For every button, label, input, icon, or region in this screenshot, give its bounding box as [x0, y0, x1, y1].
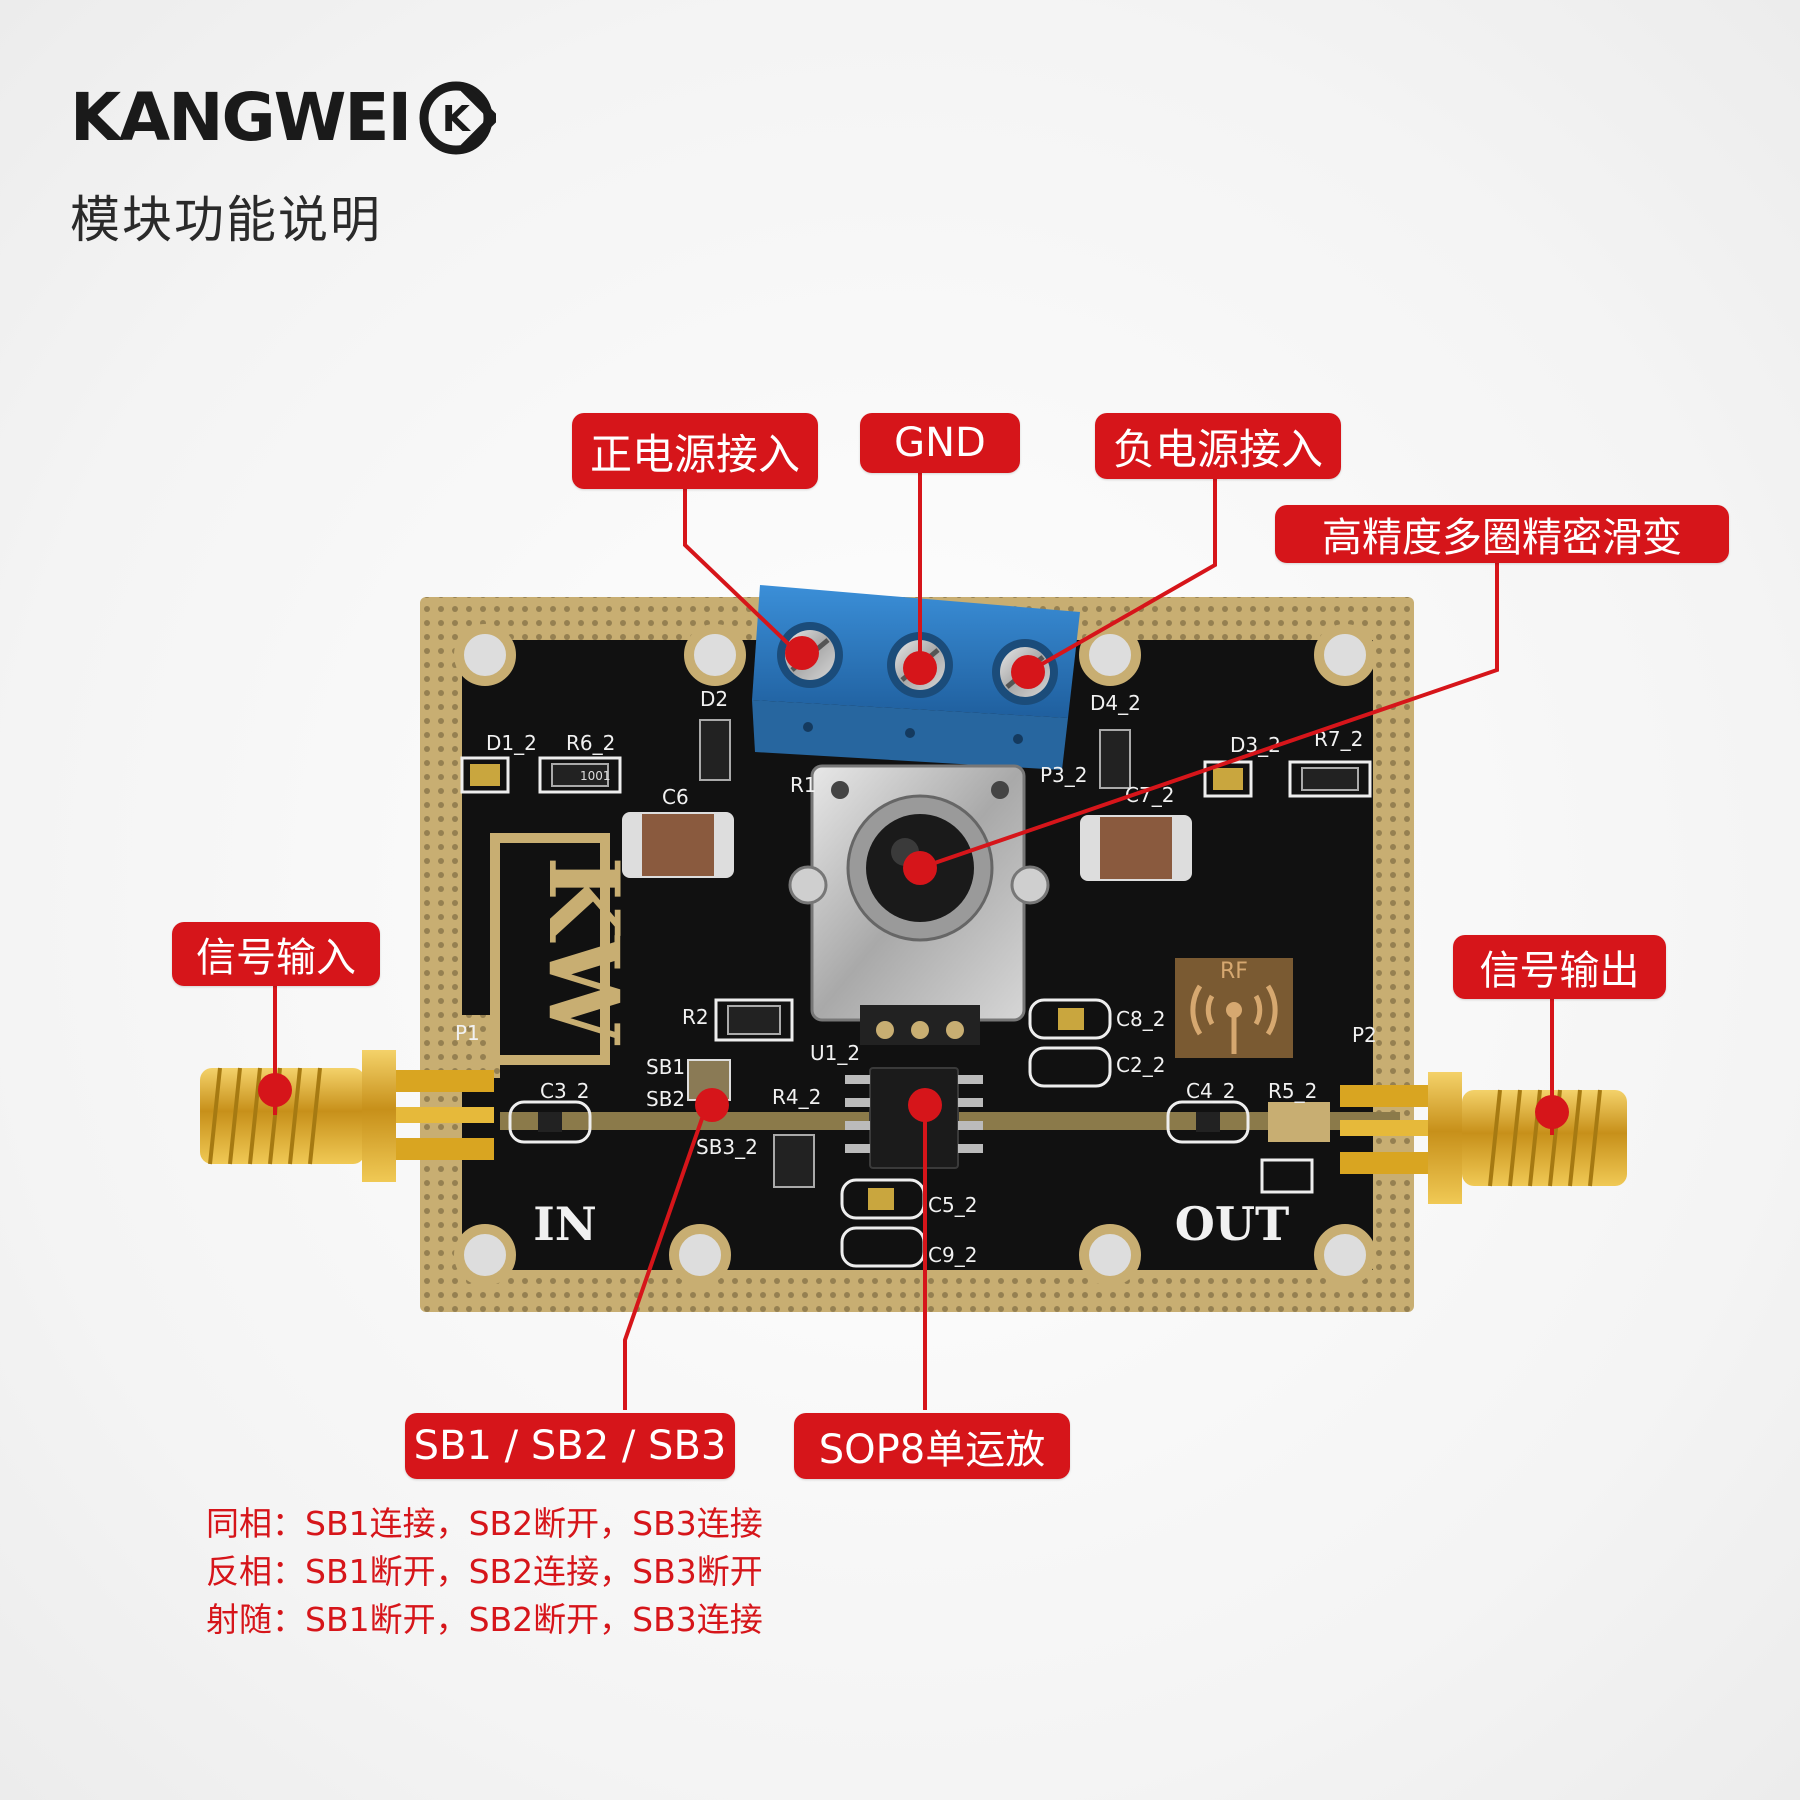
- dot-gnd: [903, 651, 937, 685]
- callout-opamp-text: SOP8单运放: [818, 1427, 1046, 1473]
- svg-text:RF: RF: [1220, 959, 1248, 984]
- silk-p1: P1: [455, 1021, 480, 1045]
- silk-c2: C2_2: [1116, 1053, 1165, 1077]
- svg-text:KW: KW: [527, 856, 640, 1045]
- silk-d1: D1_2: [486, 731, 537, 755]
- silk-p3: P3_2: [1040, 763, 1088, 787]
- callout-solder-bridges-text: SB1 / SB2 / SB3: [413, 1423, 727, 1469]
- callout-gnd: GND: [860, 413, 1020, 473]
- callout-negative-power: 负电源接入: [1095, 413, 1341, 479]
- leader-negative-power: [1027, 475, 1217, 674]
- sma-connector-input: [200, 1050, 494, 1182]
- callout-gnd-text: GND: [894, 420, 986, 466]
- silk-c6: C6: [662, 785, 689, 809]
- silk-resistor-code: 1001: [580, 769, 611, 783]
- callout-positive-power: 正电源接入: [572, 413, 818, 489]
- callout-solder-bridges: SB1 / SB2 / SB3: [405, 1413, 735, 1479]
- callout-opamp: SOP8单运放: [794, 1413, 1070, 1479]
- note-non-inverting: 同相：SB1连接，SB2断开，SB3连接: [206, 1504, 763, 1543]
- callout-signal-output: 信号输出: [1453, 935, 1666, 999]
- dot-solder-bridges: [695, 1088, 729, 1122]
- silk-c4: C4_2: [1186, 1079, 1235, 1103]
- silkscreen-labels: IN OUT D1_2 R6_2 D2 C6 R1 D4_2 P3_2 D3_2…: [455, 687, 1377, 1267]
- capacitor-c7: [1080, 815, 1192, 881]
- silk-c3: C3_2: [540, 1079, 589, 1103]
- board-kw-logo: KW: [490, 833, 640, 1065]
- callout-dots: [258, 636, 1569, 1129]
- silk-d2: D2: [700, 687, 728, 711]
- smd-components: [460, 719, 1372, 1268]
- silk-p2: P2: [1352, 1023, 1377, 1047]
- silk-sb2: SB2: [646, 1087, 685, 1111]
- sma-connector-output: [1340, 1072, 1627, 1204]
- mounting-holes: [454, 624, 1376, 1286]
- silk-r6: R6_2: [566, 731, 615, 755]
- silk-d4: D4_2: [1090, 691, 1141, 715]
- dot-positive-power: [785, 636, 819, 670]
- dot-potentiometer: [903, 851, 937, 885]
- callout-positive-power-text: 正电源接入: [589, 429, 800, 479]
- silk-r2: R2: [682, 1005, 709, 1029]
- dot-signal-output: [1535, 1095, 1569, 1129]
- silk-r1: R1: [790, 773, 817, 797]
- silk-r4: R4_2: [772, 1085, 821, 1109]
- callout-potentiometer-text: 高精度多圈精密滑变: [1322, 515, 1682, 561]
- silk-u1: U1_2: [810, 1041, 860, 1065]
- brand-logo: KANGWEI K: [70, 78, 497, 158]
- dot-signal-input: [258, 1073, 292, 1107]
- note-follower: 射随：SB1断开，SB2断开，SB3连接: [206, 1600, 763, 1639]
- leader-positive-power: [683, 485, 802, 657]
- silk-c8: C8_2: [1116, 1007, 1165, 1031]
- leader-potentiometer: [919, 563, 1499, 870]
- silk-sb1: SB1: [646, 1055, 685, 1079]
- callout-signal-input: 信号输入: [172, 922, 380, 986]
- brand-badge-letter: K: [442, 99, 471, 140]
- note-inverting: 反相：SB1断开，SB2连接，SB3断开: [206, 1552, 763, 1591]
- page-subtitle: 模块功能说明: [70, 191, 382, 249]
- silk-out: OUT: [1175, 1197, 1289, 1251]
- leader-solder-bridges: [623, 1109, 707, 1410]
- silk-c5: C5_2: [928, 1193, 977, 1217]
- silk-sb3: SB3_2: [696, 1135, 758, 1159]
- brand-logo-text: KANGWEI: [70, 79, 412, 156]
- brand-badge-icon: K: [419, 81, 497, 155]
- configuration-notes: 同相：SB1连接，SB2断开，SB3连接 反相：SB1断开，SB2连接，SB3断…: [206, 1500, 763, 1644]
- silk-c9: C9_2: [928, 1243, 977, 1267]
- callout-negative-power-text: 负电源接入: [1112, 424, 1323, 474]
- callout-potentiometer: 高精度多圈精密滑变: [1275, 505, 1729, 563]
- dot-opamp: [908, 1088, 942, 1122]
- dot-negative-power: [1011, 655, 1045, 689]
- rf-badge: RF: [1175, 958, 1293, 1058]
- silk-in: IN: [533, 1197, 597, 1251]
- capacitor-c6: [622, 812, 734, 878]
- potentiometer: [788, 764, 1050, 1045]
- callout-signal-input-text: 信号输入: [196, 935, 356, 981]
- silk-r5: R5_2: [1268, 1079, 1317, 1103]
- callout-signal-output-text: 信号输出: [1479, 948, 1640, 994]
